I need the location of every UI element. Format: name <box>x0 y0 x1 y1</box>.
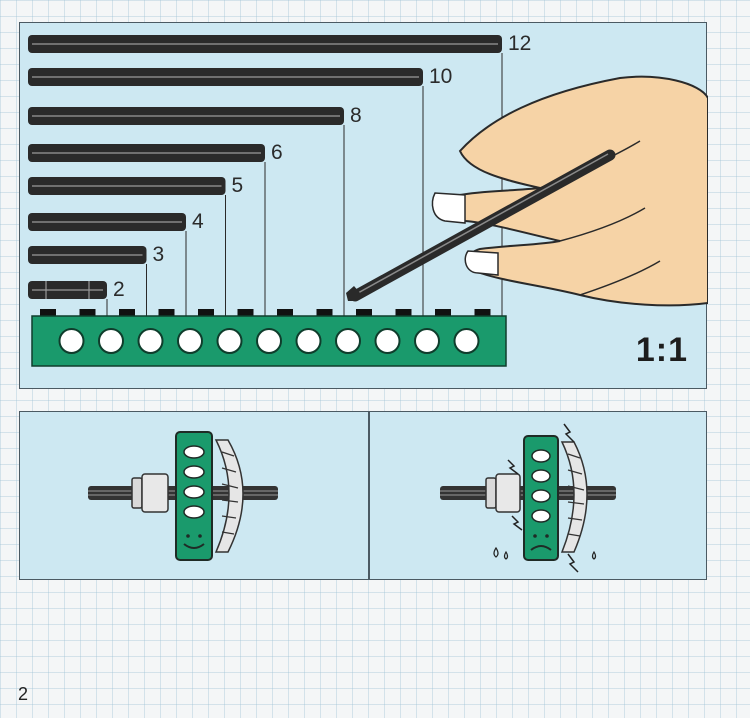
brick-hole <box>98 328 124 354</box>
assembly-comparison-panel <box>19 411 707 580</box>
axle-12 <box>28 35 502 53</box>
brick-stud <box>237 309 254 317</box>
axle-label-12: 12 <box>508 32 532 55</box>
correct-assembly-icon <box>88 431 278 561</box>
held-axle <box>346 149 616 302</box>
axle-label-5: 5 <box>231 174 244 197</box>
ruler-illustration <box>28 35 708 367</box>
axle-label-10: 10 <box>429 65 453 88</box>
axle-6 <box>28 144 265 162</box>
brick-hole <box>335 328 361 354</box>
axle-length-ruler-panel: 12 10 8 6 5 4 3 2 1:1 <box>19 22 708 389</box>
brick-stud <box>356 309 372 317</box>
brick-hole <box>374 328 401 354</box>
brick-stud <box>277 309 293 317</box>
brick-hole <box>414 328 440 354</box>
axle-label-3: 3 <box>152 243 165 266</box>
axle-4 <box>28 213 186 231</box>
page-number: 2 <box>18 684 29 704</box>
brick-stud <box>474 309 491 317</box>
brick-stud <box>395 309 412 317</box>
hand-icon <box>431 75 708 307</box>
axle-label-4: 4 <box>192 210 204 233</box>
brick-stud <box>198 309 214 317</box>
technic-brick <box>31 309 507 367</box>
brick-hole <box>295 328 322 354</box>
axle-8 <box>28 107 344 125</box>
brick-stud <box>158 309 175 317</box>
scale-label: 1:1 <box>635 331 688 369</box>
axle-label-8: 8 <box>350 104 362 127</box>
axle-3 <box>28 246 147 264</box>
brick-hole <box>177 328 203 354</box>
axle-label-2: 2 <box>113 278 125 301</box>
wrong-assembly-icon <box>440 423 616 573</box>
brick-stud <box>79 309 96 317</box>
axle-2 <box>28 281 107 299</box>
brick-hole <box>216 328 243 354</box>
brick-stud <box>435 309 451 317</box>
axle-10 <box>28 68 423 86</box>
axle-label-6: 6 <box>271 141 283 164</box>
brick-stud <box>316 309 333 317</box>
brick-stud <box>119 309 135 317</box>
brick-hole <box>137 328 164 354</box>
axle-5 <box>28 177 226 195</box>
brick-hole <box>256 328 282 354</box>
brick-hole <box>453 328 480 354</box>
brick-stud <box>40 309 56 317</box>
brick-hole <box>58 328 85 354</box>
panel-divider <box>368 412 370 579</box>
